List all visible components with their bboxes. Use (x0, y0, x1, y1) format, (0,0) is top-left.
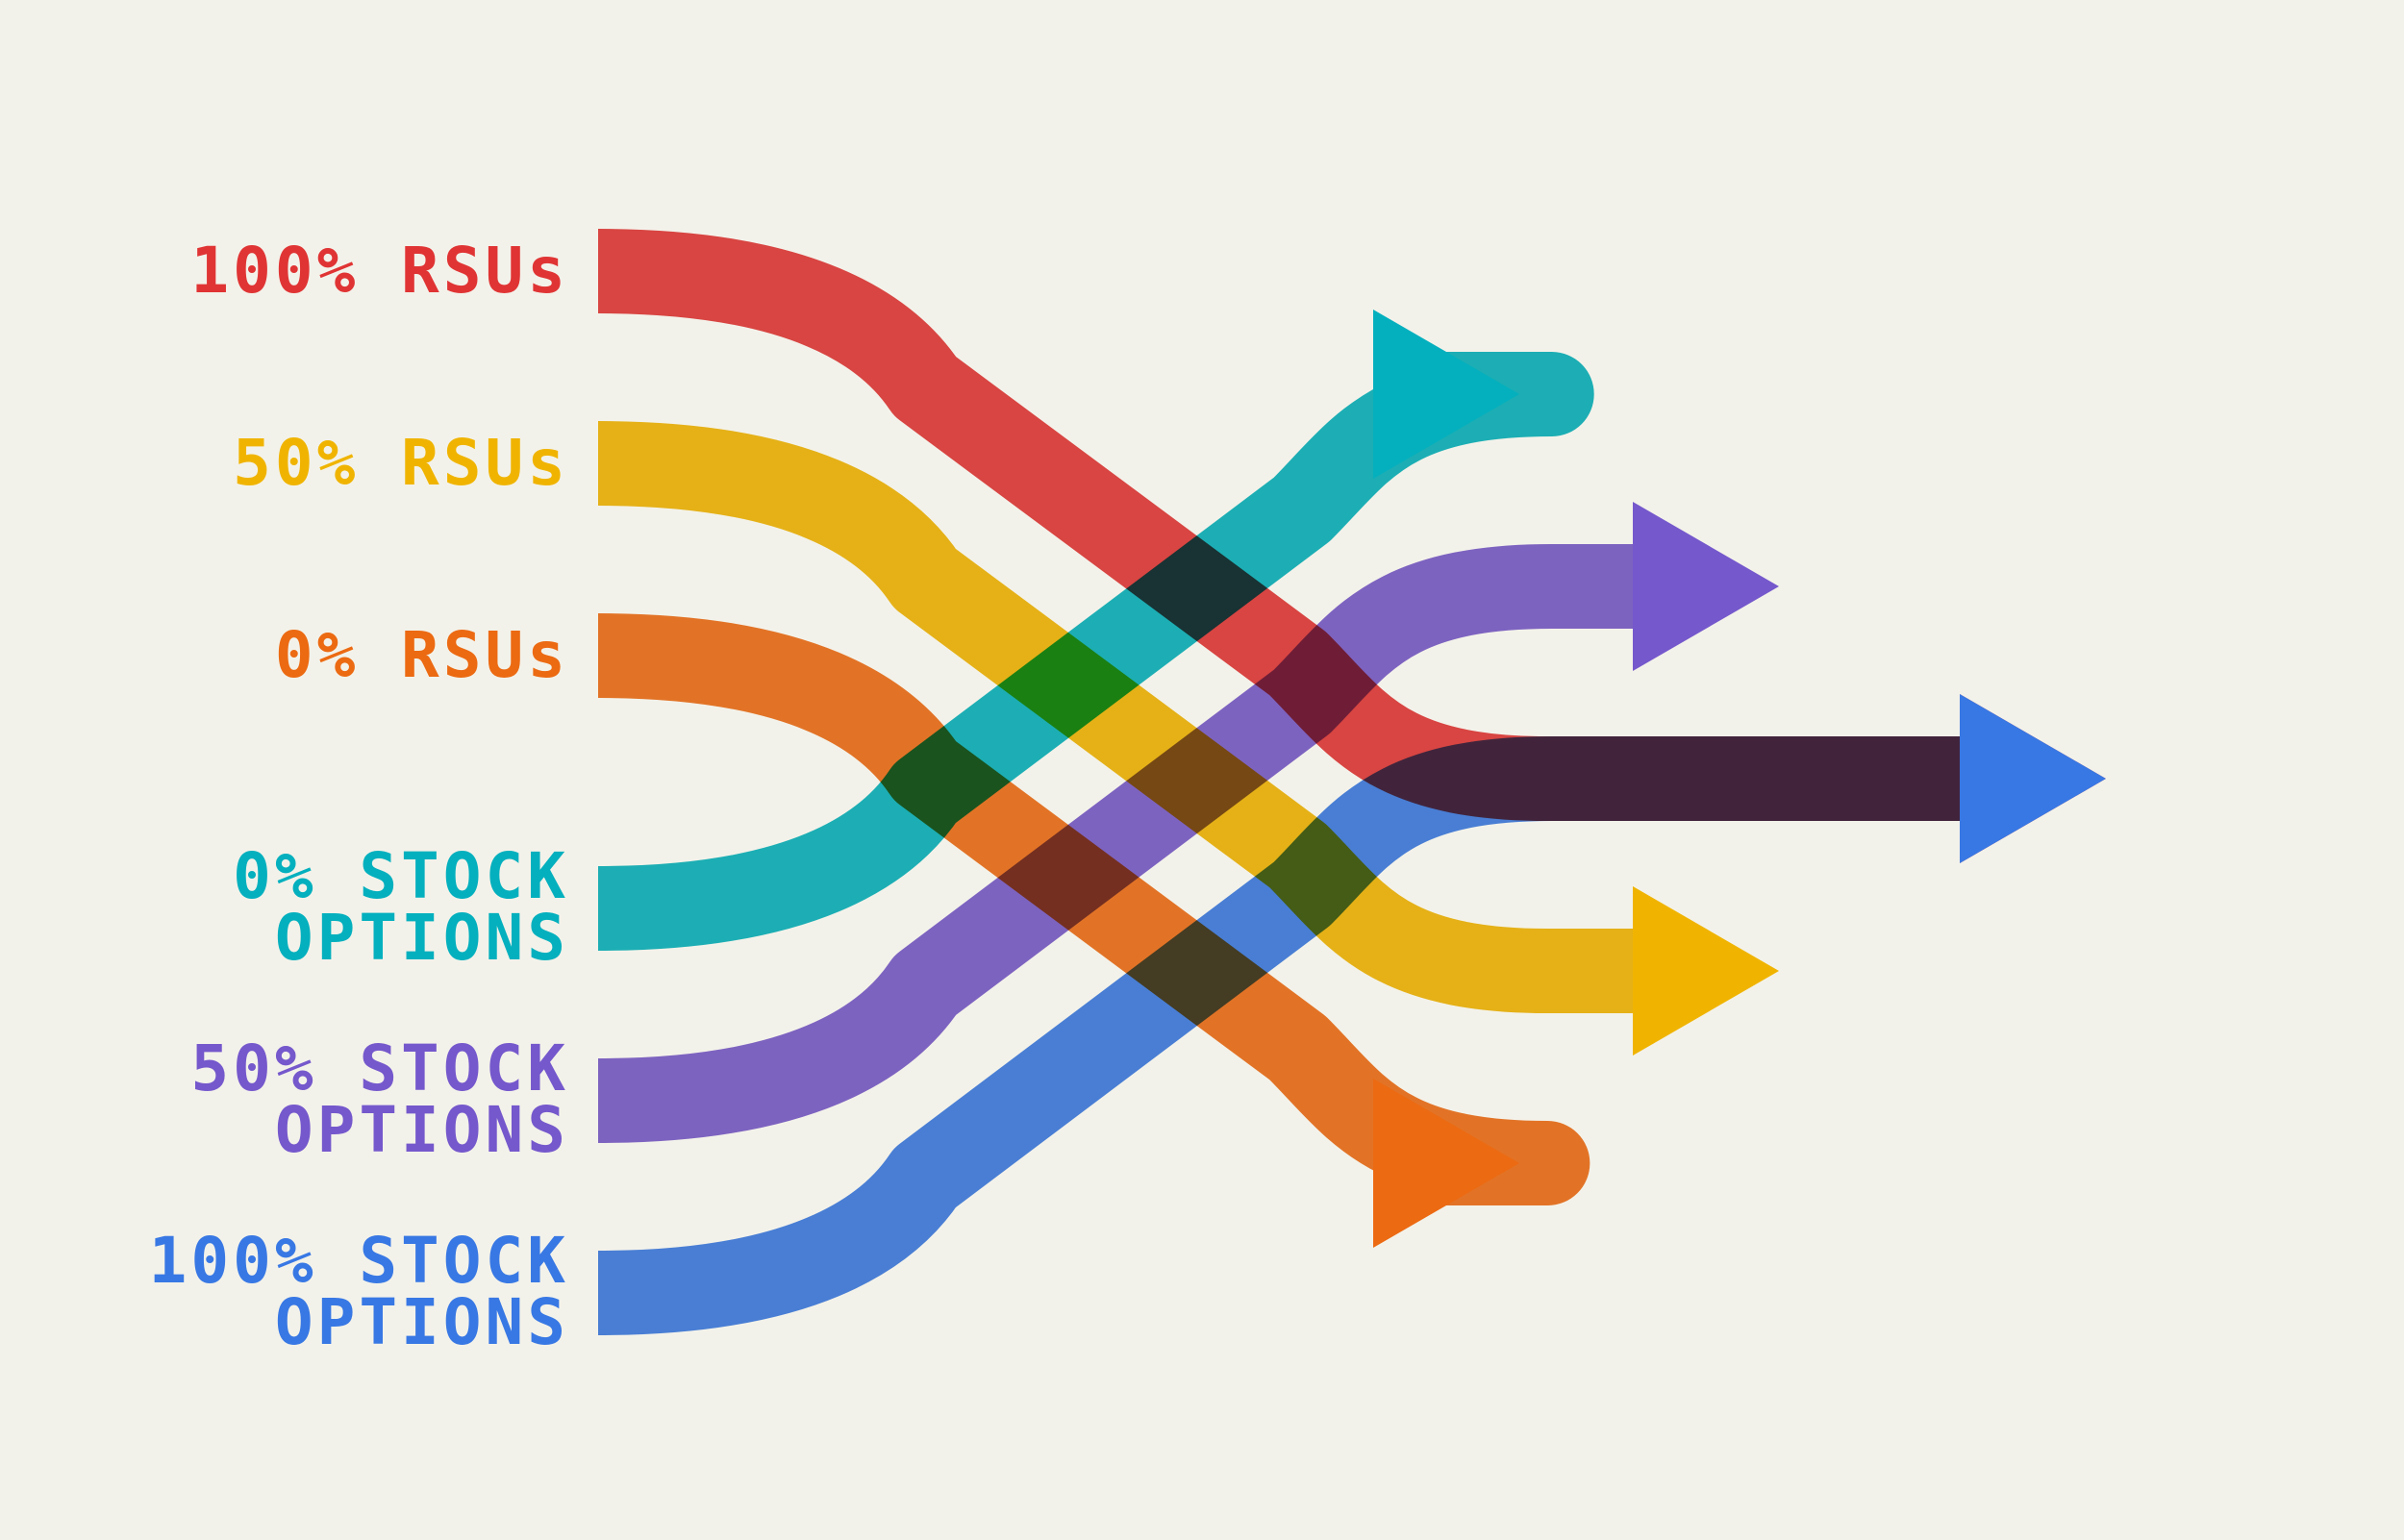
flow-arrowhead-stock-0 (1373, 310, 1519, 479)
flow-arrowhead-rsu-50 (1633, 886, 1779, 1056)
flow-label-rsu-50-line-1: 50% RSUs (233, 426, 569, 500)
flow-label-rsu-0-line-1: 0% RSUs (275, 618, 569, 692)
flow-arrowhead-stock-100 (1960, 694, 2106, 863)
flow-arrow-stock-50 (597, 544, 1633, 1143)
flow-label-stock-100-line-2: OPTIONS (275, 1285, 569, 1359)
flow-label-stock-100-line-1: 100% STOCK (149, 1224, 569, 1298)
flow-label-stock-50-line-1: 50% STOCK (190, 1031, 569, 1105)
flow-label-rsu-100-line-1: 100% RSUs (190, 234, 569, 308)
flow-label-stock-50-line-2: OPTIONS (275, 1093, 569, 1167)
flow-label-stock-0-line-1: 0% STOCK (233, 839, 569, 913)
flow-arrow-stock-100 (597, 736, 1960, 1335)
flow-arrows (597, 229, 2106, 1335)
flow-arrowhead-stock-50 (1633, 502, 1779, 671)
flow-arrow-rsu-50 (597, 421, 1633, 1013)
flow-label-stock-0-line-2: OPTIONS (275, 901, 569, 975)
flow-arrowhead-rsu-0 (1373, 1079, 1519, 1248)
